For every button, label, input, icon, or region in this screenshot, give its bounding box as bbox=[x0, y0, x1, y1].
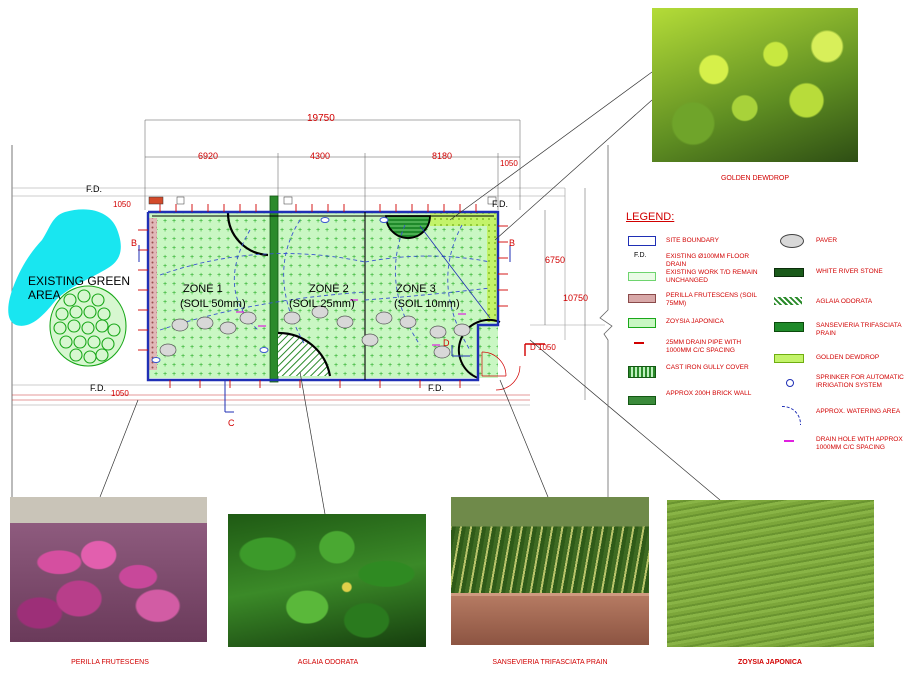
legend-floor-drain: EXISTING Ø100mm FLOOR DRAIN bbox=[666, 253, 750, 268]
legend-river-stone: WHITE RIVER STONE bbox=[816, 268, 883, 275]
legend-sprinkler: SPRINKER FOR AUTOMATIC IRRIGATION SYSTEM bbox=[816, 374, 904, 389]
photo-aglaia bbox=[228, 514, 426, 647]
legend-swatch-aglaia bbox=[774, 297, 802, 305]
legend-swatch-river-stone bbox=[774, 268, 804, 277]
existing-green-area-shape bbox=[8, 209, 121, 326]
zone3-name: ZONE 3 bbox=[396, 283, 436, 295]
section-b-right: B bbox=[509, 238, 516, 248]
seg1-label: 6920 bbox=[198, 151, 219, 161]
caption-golden-dewdrop: GOLDEN DEWDROP bbox=[720, 175, 790, 182]
leader-golden-top bbox=[449, 71, 653, 221]
legend-perilla: PERILLA FRUTESCENS (SOIL 75MM) bbox=[666, 292, 757, 307]
caption-zoysia: ZOYSIA JAPONICA bbox=[738, 659, 802, 666]
brick-wall bbox=[269, 195, 279, 383]
section-d: D bbox=[443, 338, 450, 348]
legend-title: LEGEND: bbox=[626, 211, 675, 223]
fd-label-top-right: F.D. bbox=[492, 199, 509, 209]
planter-box bbox=[451, 593, 649, 645]
legend-aglaia: AGLAIA ODORATA bbox=[816, 298, 873, 305]
legend-fd-symbol: F.D. bbox=[634, 252, 647, 259]
zone2-name: ZONE 2 bbox=[309, 283, 349, 295]
fd-label-top-left: F.D. bbox=[86, 184, 103, 194]
left-offset-label: 1050 bbox=[113, 200, 131, 209]
leader-golden-bottom bbox=[494, 99, 653, 241]
legend-swatch-perilla bbox=[628, 294, 656, 303]
seg3-label: 8180 bbox=[432, 151, 453, 161]
leader-zoysia bbox=[529, 339, 721, 501]
break-line bbox=[599, 145, 613, 640]
legend-sansevieria: SANSEVIERIA TRIFASCIATA PRAIN bbox=[816, 322, 902, 337]
legend-swatch-golden-dewdrop bbox=[774, 354, 804, 363]
section-c: C bbox=[228, 418, 235, 428]
legend-brick-wall: APPROX 200H BRICK WALL bbox=[666, 390, 752, 397]
legend-watering-area: APPROX. WATERING AREA bbox=[816, 408, 901, 415]
caption-sansevieria: SANSEVIERIA TRIFASCIATA PRAIN bbox=[492, 659, 608, 666]
legend-swatch-paver bbox=[780, 234, 804, 248]
legend-golden-dewdrop: GOLDEN DEWDROP bbox=[816, 354, 880, 361]
photo-sansevieria bbox=[451, 497, 649, 645]
photo-perilla bbox=[10, 497, 207, 642]
legend-swatch-sprinkler bbox=[786, 379, 794, 387]
legend-swatch-site-boundary bbox=[628, 236, 656, 246]
height-total-label: 10750 bbox=[563, 293, 589, 303]
fd-label-bottom-left: F.D. bbox=[90, 383, 107, 393]
zone2-soil: (SOIL 25mm) bbox=[289, 298, 355, 310]
legend-swatch-sansevieria bbox=[774, 322, 804, 332]
d-height-label: D 1050 bbox=[530, 343, 556, 352]
legend-zoysia: ZOYSIA JAPONICA bbox=[666, 318, 724, 325]
overall-width-label: 19750 bbox=[307, 113, 335, 124]
leader-sansevieria bbox=[499, 379, 549, 498]
legend-swatch-drain-hole bbox=[784, 440, 794, 442]
caption-perilla: PERILLA FRUTESCENS bbox=[71, 659, 149, 666]
seg2-label: 4300 bbox=[310, 151, 331, 161]
right-seg-label: 1050 bbox=[500, 159, 518, 168]
fd-label-bottom-right: F.D. bbox=[428, 383, 445, 393]
section-b-left: B bbox=[131, 238, 138, 248]
leader-aglaia bbox=[299, 371, 326, 515]
legend-swatch-brick-wall bbox=[628, 396, 656, 405]
legend-gully: CAST IRON GULLY COVER bbox=[666, 364, 749, 371]
legend-swatch-existing-work bbox=[628, 272, 656, 281]
legend-swatch-drain-pipe bbox=[634, 342, 644, 344]
legend-swatch-zoysia bbox=[628, 318, 656, 328]
legend-paver: PAVER bbox=[816, 237, 838, 244]
zone1-soil: (SOIL 50mm) bbox=[180, 298, 246, 310]
caption-aglaia: AGLAIA ODORATA bbox=[297, 659, 359, 666]
photo-zoysia bbox=[667, 500, 874, 647]
leader-perilla bbox=[99, 399, 139, 498]
zone3-soil: (SOIL 10mm) bbox=[394, 298, 460, 310]
legend-swatch-gully bbox=[628, 366, 656, 378]
legend-site-boundary: SITE BOUNDARY bbox=[666, 237, 719, 244]
legend-existing-work: EXISTING WORK T/D REMAIN UNCHANGED bbox=[666, 269, 758, 284]
site-boundary bbox=[146, 210, 500, 382]
height-right-label: 6750 bbox=[545, 255, 566, 265]
bottom-left-label: 1050 bbox=[111, 389, 129, 398]
legend-drain-pipe: 25mm DRAIN PIPE WITH 1000mm C/C SPACING bbox=[666, 339, 742, 354]
zone1-name: ZONE 1 bbox=[183, 283, 223, 295]
legend-drain-hole: DRAIN HOLE WITH APPROX 1000mm C/C SPACIN… bbox=[816, 436, 903, 451]
photo-golden-dewdrop bbox=[652, 8, 858, 162]
paver-cluster bbox=[49, 285, 127, 367]
existing-green-area-label: EXISTING GREEN AREA bbox=[28, 274, 131, 302]
